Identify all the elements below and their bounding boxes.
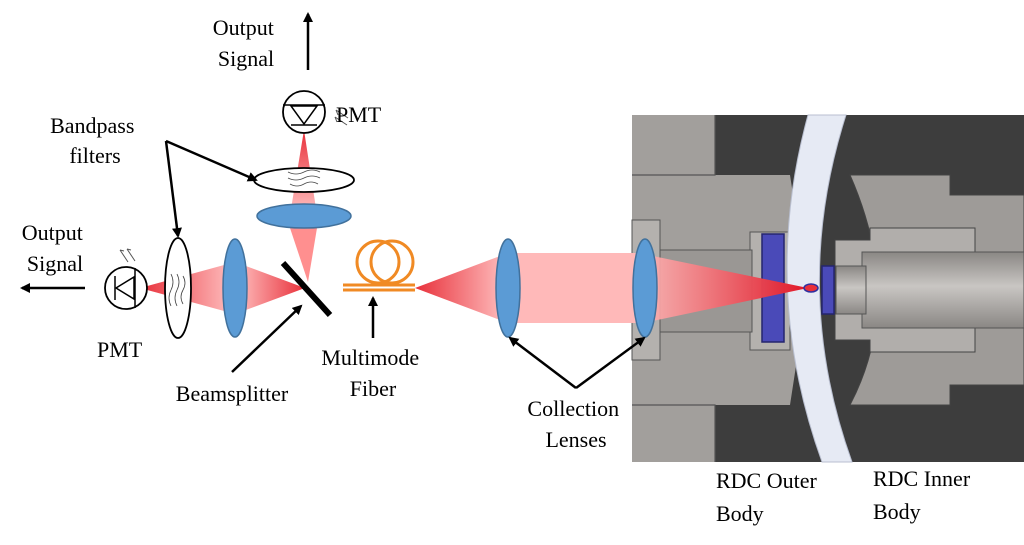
beamsplitter — [280, 260, 333, 318]
left-filter-hatching — [168, 273, 186, 307]
focus-spot — [803, 283, 819, 293]
output-signal-left-label: Output Signal — [22, 220, 89, 276]
collection-arrow-1 — [508, 336, 577, 389]
collection-lens-1 — [495, 238, 521, 338]
pmt-left-label: PMT — [97, 337, 143, 362]
collection-lenses-label: Collection Lenses — [527, 396, 624, 452]
rdc-housing — [631, 114, 1024, 463]
pmt-top-label: PMT — [336, 102, 382, 127]
light-beams — [140, 130, 819, 323]
collimated-beam — [508, 253, 648, 323]
beamsplitter-arrow — [231, 304, 303, 373]
light-rays-icon — [334, 109, 349, 126]
outer-body-contour — [632, 115, 716, 462]
inner-rod — [861, 251, 1024, 329]
rdc-outer-body-label: RDC Outer Body — [716, 468, 822, 526]
multimode-fiber-label: Multimode Fiber — [321, 345, 424, 401]
fiber-loop-1 — [355, 239, 401, 285]
top-filter-hatching — [287, 169, 321, 187]
top-lens — [256, 203, 352, 229]
focus-beam — [648, 255, 808, 322]
beam-to-left-lens — [235, 262, 305, 314]
multimode-fiber — [343, 239, 415, 292]
collection-arrow-2 — [575, 336, 646, 390]
rdc-inner-body-label: RDC Inner Body — [873, 466, 976, 524]
bandpass-arrow-left — [164, 140, 182, 238]
rdc-gap — [786, 114, 853, 463]
inner-body-window — [821, 265, 835, 315]
bandpass-filters — [164, 167, 355, 339]
annotation-arrows — [20, 12, 646, 390]
collection-lens-2 — [632, 238, 658, 338]
output-signal-top-label: Output Signal — [213, 15, 280, 71]
lenses — [222, 203, 658, 338]
pmt-top — [282, 90, 349, 134]
fiber-output-beam — [415, 253, 508, 323]
bandpass-arrow-top — [165, 139, 258, 182]
bandpass-filters-label: Bandpass filters — [50, 113, 140, 168]
photodiode-icon — [289, 105, 319, 126]
fiber-loop-2 — [369, 239, 415, 285]
inner-rod-tip — [835, 265, 867, 315]
left-lens — [222, 238, 248, 338]
beam-to-top-lens — [290, 228, 317, 282]
beamsplitter-label: Beamsplitter — [176, 381, 289, 406]
photodiode-icon — [114, 275, 135, 301]
pmt-left — [104, 248, 148, 310]
light-rays-icon — [119, 248, 136, 263]
labels: Output Signal PMT Bandpass filters Outpu… — [22, 15, 976, 526]
